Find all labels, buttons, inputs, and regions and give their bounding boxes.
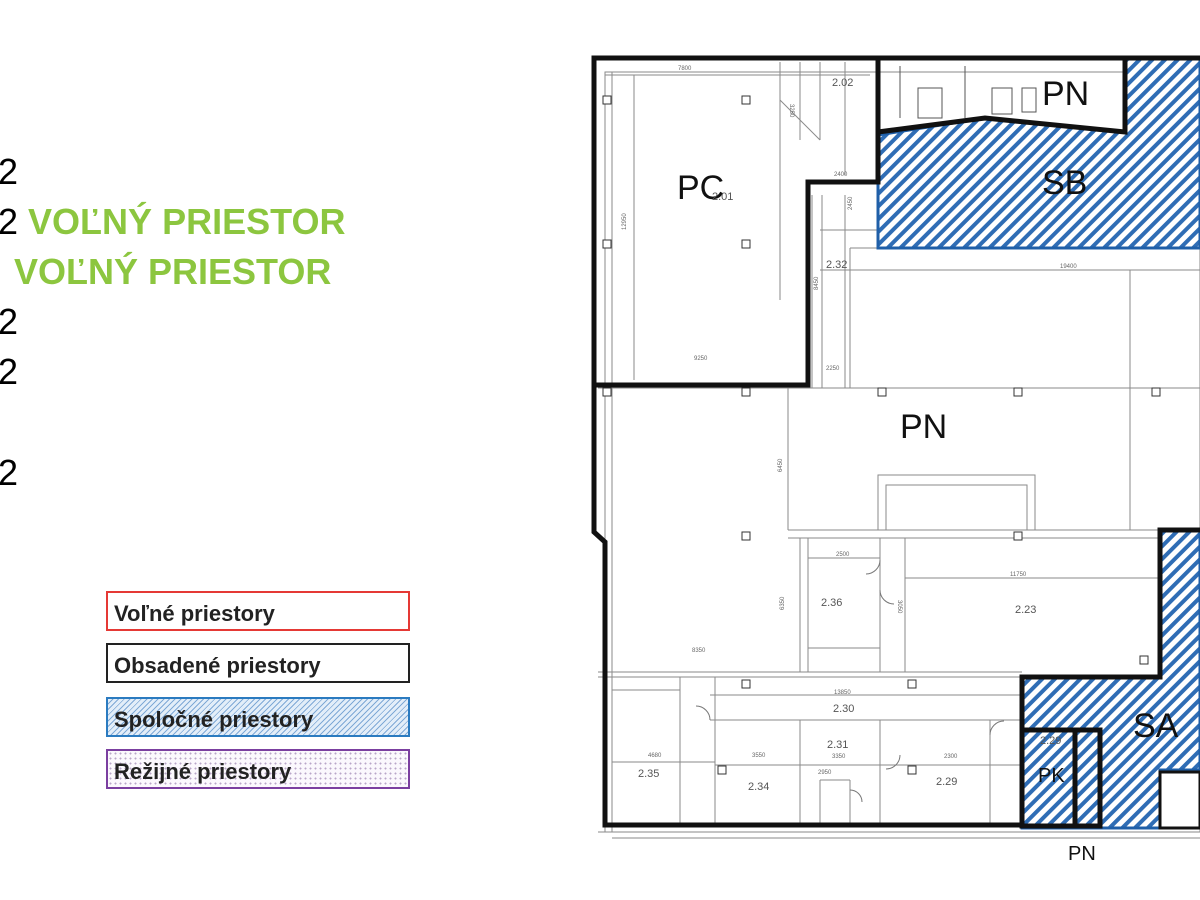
room-2-32: 2.32 (826, 259, 847, 271)
side-row-3: VOĽNÝ PRIESTOR (14, 254, 331, 290)
structural-columns (602, 95, 1161, 775)
dimension-labels: 7800 3250 12950 9250 19400 6450 2500 635… (622, 66, 1077, 776)
zone-label-pk: PK (1038, 765, 1065, 787)
dim-8450: 8450 (814, 276, 820, 290)
dim-8350: 8350 (692, 648, 706, 654)
dim-4680: 4680 (648, 753, 662, 759)
room-2-30: 2.30 (833, 703, 854, 715)
room-2-31: 2.31 (827, 739, 848, 751)
zone-label-sa: SA (1133, 707, 1179, 745)
legend-free-spaces: Voľné priestory (106, 591, 410, 631)
side-row-6: 2 (0, 455, 18, 491)
side-row-2-status: VOĽNÝ PRIESTOR (28, 201, 346, 242)
dim-9250: 9250 (694, 356, 708, 362)
dim-3550: 3550 (752, 753, 766, 759)
legend-common-label: Spoločné priestory (114, 707, 314, 732)
side-row-6-text: 2 (0, 452, 19, 493)
dim-6350: 6350 (780, 596, 786, 610)
dim-3250: 3250 (788, 104, 794, 118)
sa-white-corner (1158, 770, 1200, 830)
dim-2250: 2250 (826, 366, 840, 372)
legend-occupied-spaces: Obsadené priestory (106, 643, 410, 683)
common-area-sb (876, 56, 1200, 250)
dim-3350: 3350 (832, 754, 846, 760)
dim-7800: 7800 (678, 66, 692, 72)
zone-label-pn-main: PN (900, 408, 947, 446)
zone-label-pc: PC (677, 169, 724, 207)
top-sanitary-fixtures (899, 66, 1037, 119)
side-row-4-text: 2 (0, 301, 19, 342)
side-row-3-status: VOĽNÝ PRIESTOR (14, 251, 332, 292)
zone-label-pn-top: PN (1042, 75, 1089, 113)
dim-13850: 13850 (834, 690, 851, 696)
legend-free-label: Voľné priestory (114, 601, 275, 626)
zone-label-pn-bottom: PN (1068, 843, 1096, 865)
room-2-29b: 2.29 (1040, 735, 1061, 747)
side-row-2: 2 VOĽNÝ PRIESTOR (0, 204, 345, 240)
side-row-2-text: 2 (0, 201, 19, 242)
side-row-4: 2 (0, 304, 18, 340)
dim-6450: 6450 (778, 458, 784, 472)
room-2-23: 2.23 (1015, 604, 1036, 616)
occupied-outlines (591, 55, 1200, 829)
side-row-1-text: 2 (0, 151, 19, 192)
dim-2300: 2300 (944, 754, 958, 760)
dim-12950: 12950 (622, 213, 628, 230)
dim-3050: 3050 (896, 600, 902, 614)
dim-2500: 2500 (836, 552, 850, 558)
room-2-34: 2.34 (748, 781, 769, 793)
room-numbers: 2.02 2.01 2.32 2.36 2.23 2.30 2.31 2.29 … (638, 77, 1061, 793)
room-2-02: 2.02 (832, 77, 853, 89)
legend-overhead-spaces: Režijné priestory (106, 749, 410, 789)
dim-2450: 2450 (848, 196, 854, 210)
legend-common-spaces: Spoločné priestory (106, 697, 410, 737)
dim-2950: 2950 (818, 770, 832, 776)
dim-19400: 19400 (1060, 264, 1077, 270)
door-swings (695, 559, 1005, 803)
zone-label-sb: SB (1042, 164, 1087, 202)
legend-occupied-label: Obsadené priestory (114, 653, 321, 678)
plan-thin-lines (598, 62, 1200, 839)
side-row-5: 2 (0, 354, 18, 390)
room-2-36: 2.36 (821, 597, 842, 609)
dim-11750: 11750 (1010, 572, 1027, 578)
room-2-29: 2.29 (936, 776, 957, 788)
room-2-35: 2.35 (638, 768, 659, 780)
side-row-5-text: 2 (0, 351, 19, 392)
legend-overhead-label: Režijné priestory (114, 759, 292, 784)
room-2-01: 2.01 (712, 191, 733, 203)
side-row-1: 2 (0, 154, 18, 190)
dim-2400: 2400 (834, 172, 848, 178)
